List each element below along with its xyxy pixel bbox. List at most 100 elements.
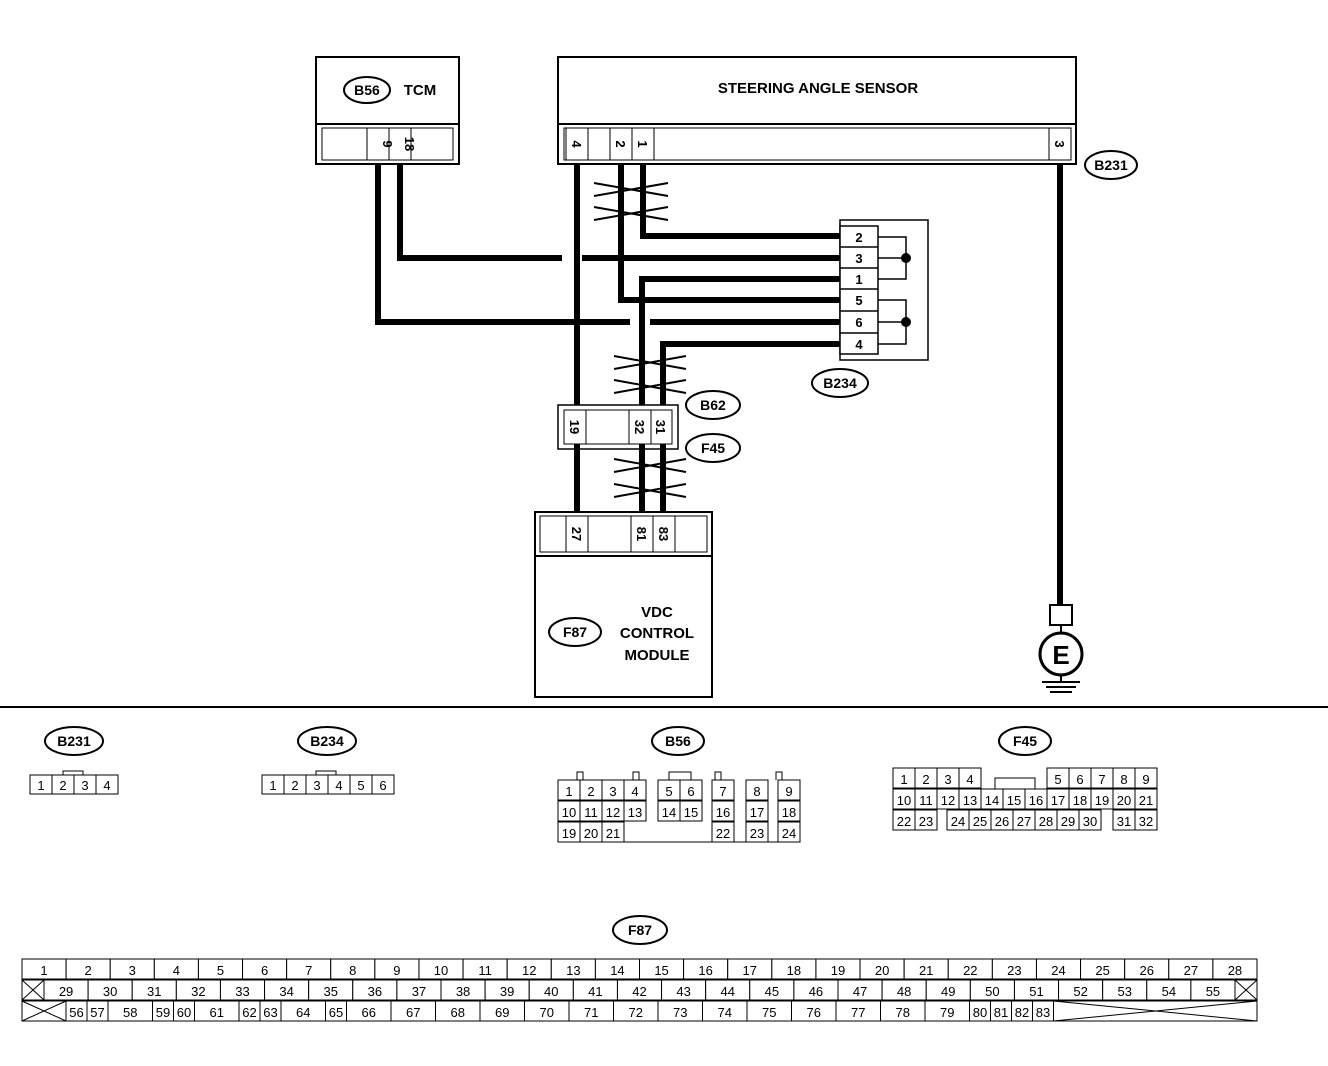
f45-pin: 13 [963, 793, 977, 808]
f87-pin: 61 [210, 1005, 224, 1020]
f87-view-id: F87 [628, 922, 652, 938]
vdc-control-module-box: 27 81 83 F87 VDC CONTROL MODULE [534, 511, 713, 698]
f87-pin: 13 [566, 963, 580, 978]
f87-pin: 48 [897, 984, 911, 999]
f45-pin: 23 [919, 814, 933, 829]
f87-pin: 23 [1007, 963, 1021, 978]
wire-sas-1-to-joint-2 [640, 164, 840, 239]
f87-pin: 47 [853, 984, 867, 999]
f87-pin: 28 [1228, 963, 1242, 978]
f87-pin: 15 [654, 963, 668, 978]
f87-pin: 56 [69, 1005, 83, 1020]
f45-pin: 5 [1054, 772, 1061, 787]
f87-pin: 32 [191, 984, 205, 999]
f87-pin: 52 [1073, 984, 1087, 999]
f87-pin: 21 [919, 963, 933, 978]
f87-pin: 5 [217, 963, 224, 978]
sas-pin-2: 2 [613, 140, 628, 147]
f87-pin: 41 [588, 984, 602, 999]
wire-sas-2-to-joint-5 [618, 164, 840, 303]
f45-pin: 20 [1117, 793, 1131, 808]
ground-symbol: E [1038, 604, 1084, 693]
f45-pin: 1 [900, 772, 907, 787]
tcm-box: B56 TCM 9 18 [315, 56, 460, 165]
sas-pin-1: 1 [635, 140, 650, 147]
f87-pin: 34 [279, 984, 293, 999]
f87-pin: 38 [456, 984, 470, 999]
b56-pin: 18 [782, 805, 796, 820]
f87-pin: 1 [40, 963, 47, 978]
f87-pin: 79 [940, 1005, 954, 1020]
b56-pin: 1 [565, 784, 572, 799]
b56-pin: 21 [606, 826, 620, 841]
f87-pin: 2 [85, 963, 92, 978]
b56-pin: 5 [665, 784, 672, 799]
joint-pin-4: 4 [855, 337, 863, 352]
b234-pin: 6 [379, 778, 386, 793]
b231-pin: 1 [37, 778, 44, 793]
f87-pin: 31 [147, 984, 161, 999]
f45-pin: 14 [985, 793, 999, 808]
sas-connector-id-badge [1084, 150, 1138, 180]
b56-pin: 4 [631, 784, 638, 799]
f87-pin: 50 [985, 984, 999, 999]
f87-pin: 59 [156, 1005, 170, 1020]
f87-pin: 7 [305, 963, 312, 978]
f45-pin: 4 [966, 772, 973, 787]
f45-id: F45 [701, 440, 725, 456]
b234-pin: 4 [335, 778, 342, 793]
f45-pin: 8 [1120, 772, 1127, 787]
wire-tcm-18-to-joint-2 [397, 164, 840, 261]
f87-pin: 24 [1051, 963, 1065, 978]
f87-pin: 9 [393, 963, 400, 978]
f87-pin: 57 [90, 1005, 104, 1020]
sas-pin-4: 4 [569, 140, 584, 148]
f45-pin: 12 [941, 793, 955, 808]
b234-view-id: B234 [310, 733, 344, 749]
b234-pin: 5 [357, 778, 364, 793]
b56-pin: 8 [753, 784, 760, 799]
f87-pin: 19 [831, 963, 845, 978]
tcm-pin-9: 9 [380, 140, 395, 147]
b56-pin: 19 [562, 826, 576, 841]
f87-pin: 51 [1029, 984, 1043, 999]
f87-pin: 75 [762, 1005, 776, 1020]
joint-connector-id-badge [811, 368, 869, 398]
b56-pin: 16 [716, 805, 730, 820]
f87-pin: 77 [851, 1005, 865, 1020]
f45-pin: 28 [1039, 814, 1053, 829]
f45-pin: 24 [951, 814, 965, 829]
b56-pin: 24 [782, 826, 796, 841]
joint-pin-3: 3 [855, 251, 862, 266]
f87-pin: 69 [495, 1005, 509, 1020]
f87-pin: 45 [765, 984, 779, 999]
f87-pin: 83 [1036, 1005, 1050, 1020]
f45-pin: 21 [1139, 793, 1153, 808]
f87-pin: 70 [540, 1005, 554, 1020]
inline-connector-b62-f45: 19 32 31 B62 F45 [557, 390, 741, 463]
vdc-pin-81: 81 [634, 527, 649, 541]
f45-pin: 9 [1142, 772, 1149, 787]
f87-pin: 20 [875, 963, 889, 978]
f45-pin: 11 [919, 793, 933, 808]
f87-pin: 22 [963, 963, 977, 978]
b56-pin: 10 [562, 805, 576, 820]
f87-pin: 6 [261, 963, 268, 978]
joint-pin-1: 1 [855, 272, 862, 287]
vdc-connector-id: F87 [563, 624, 587, 640]
f87-pin: 3 [129, 963, 136, 978]
f45-pin: 19 [1095, 793, 1109, 808]
f87-pin: 58 [123, 1005, 137, 1020]
f45-pin: 2 [922, 772, 929, 787]
f87-pin: 82 [1015, 1005, 1029, 1020]
f87-pin: 26 [1139, 963, 1153, 978]
f45-pin: 30 [1083, 814, 1097, 829]
f45-pin: 18 [1073, 793, 1087, 808]
wire-joint-1-to-vdc-81 [639, 276, 840, 514]
f87-pin: 17 [743, 963, 757, 978]
f87-pin: 18 [787, 963, 801, 978]
inline-pin-19: 19 [567, 420, 582, 434]
f87-pin: 73 [673, 1005, 687, 1020]
